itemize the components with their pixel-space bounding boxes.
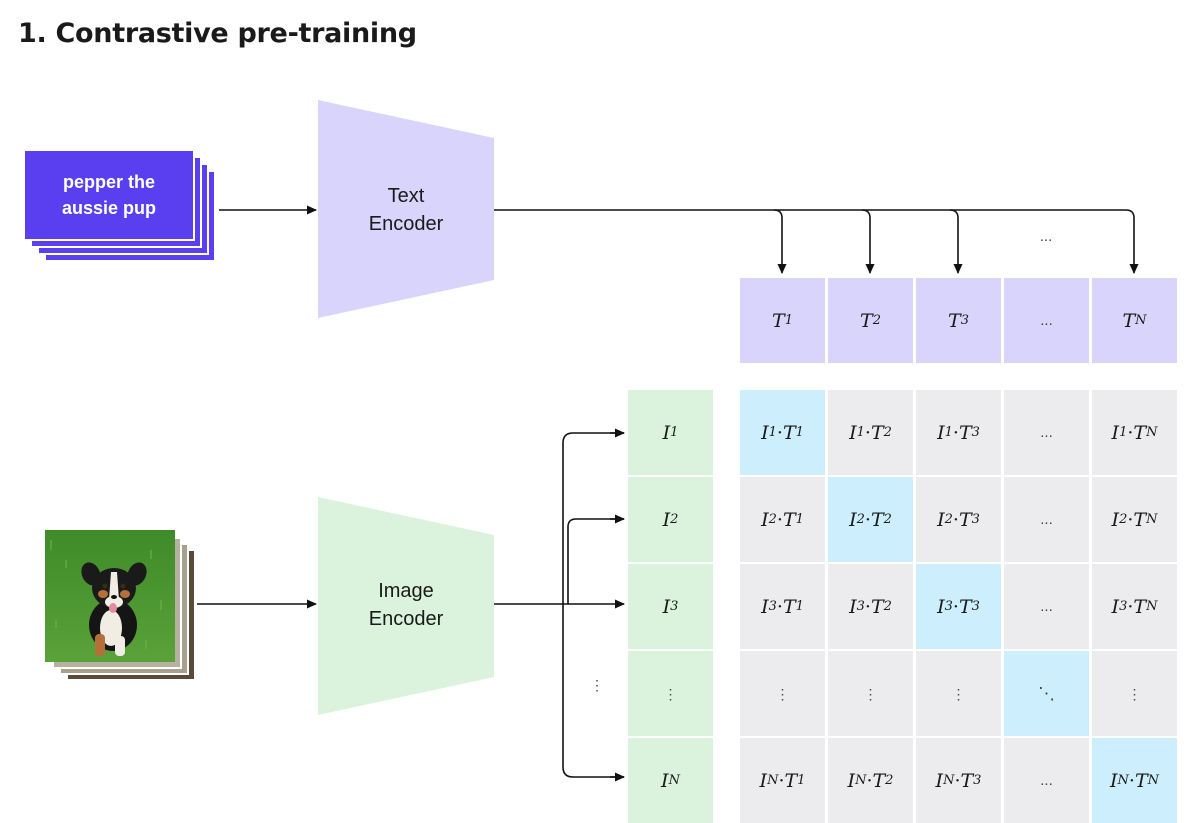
text-input-card: pepper the aussie pup: [23, 149, 195, 241]
text-encoder-label: Text Encoder: [368, 185, 444, 235]
matrix-cell: ...: [1004, 390, 1089, 475]
matrix-cell: ...: [1004, 738, 1089, 823]
image-encoder-shape: [318, 497, 494, 715]
text-encoder-shape: [318, 100, 494, 318]
text-arrows-ellipsis: ...: [1039, 228, 1053, 245]
matrix-cell: ⋮: [740, 651, 825, 736]
matrix-cell: ⋮: [1092, 651, 1177, 736]
matrix-cell: ⋮: [916, 651, 1001, 736]
text-embedding-cell: ...: [1004, 278, 1089, 363]
image-arrows-vdots: ⋮: [590, 677, 604, 693]
image-encoder-label: Image Encoder: [368, 580, 444, 630]
dog-photo-icon: [45, 530, 175, 662]
page-title: 1. Contrastive pre-training: [18, 18, 417, 49]
image-embedding-cell: ⋮: [628, 651, 713, 736]
matrix-cell: ⋮: [828, 651, 913, 736]
matrix-cell: ...: [1004, 477, 1089, 562]
matrix-cell-diagonal: ⋱: [1004, 651, 1089, 736]
matrix-cell: ...: [1004, 564, 1089, 649]
